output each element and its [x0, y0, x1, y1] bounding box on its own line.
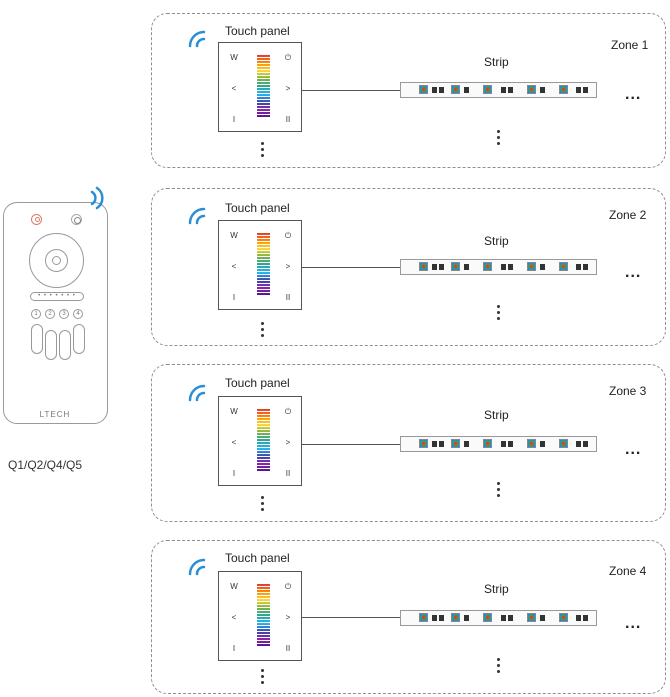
- remote-zone-key-1[interactable]: [31, 324, 43, 354]
- touch-panel-label: Touch panel: [225, 201, 290, 215]
- remote-power-button[interactable]: [31, 214, 42, 225]
- more-vertical-icon: [497, 302, 501, 323]
- strip-label: Strip: [484, 234, 509, 248]
- remote-number-button-2[interactable]: 2: [45, 309, 55, 319]
- power-icon[interactable]: ⏻: [284, 231, 292, 240]
- more-vertical-icon: [497, 127, 501, 148]
- remote-wheel-center[interactable]: [52, 256, 61, 265]
- zone-4: [151, 540, 666, 694]
- more-vertical-icon: [261, 666, 265, 687]
- remote-number-button-3[interactable]: 3: [59, 309, 69, 319]
- zone-label: Zone 4: [609, 564, 647, 578]
- strip-label: Strip: [484, 582, 509, 596]
- color-slider[interactable]: [257, 55, 270, 118]
- remote-zone-key-2[interactable]: [45, 330, 57, 360]
- touch-panel: W ⏻ < > I II: [218, 42, 302, 132]
- power-icon[interactable]: ⏻: [284, 407, 292, 416]
- key-left[interactable]: <: [231, 262, 237, 271]
- wifi-icon: [188, 30, 206, 48]
- led-strip: [400, 610, 597, 626]
- more-strips-ellipsis: ...: [625, 86, 642, 103]
- strip-label: Strip: [484, 408, 509, 422]
- key-right[interactable]: >: [285, 613, 291, 622]
- touch-panel-label: Touch panel: [225, 551, 290, 565]
- remote-model-label: Q1/Q2/Q4/Q5: [8, 458, 83, 472]
- zone-label: Zone 2: [609, 208, 647, 222]
- key-i[interactable]: I: [232, 644, 236, 653]
- key-ii[interactable]: II: [285, 115, 291, 124]
- connection-line: [302, 444, 400, 445]
- key-left[interactable]: <: [231, 438, 237, 447]
- key-right[interactable]: >: [285, 438, 291, 447]
- more-strips-ellipsis: ...: [625, 441, 642, 458]
- key-left[interactable]: <: [231, 613, 237, 622]
- power-icon[interactable]: ⏻: [284, 582, 292, 591]
- more-strips-ellipsis: ...: [625, 615, 642, 632]
- led-strip: [400, 82, 597, 98]
- key-ii[interactable]: II: [285, 293, 291, 302]
- touch-panel: W ⏻ < > I II: [218, 220, 302, 310]
- touch-panel: W ⏻ < > I II: [218, 396, 302, 486]
- key-left[interactable]: <: [231, 84, 237, 93]
- key-ii[interactable]: II: [285, 644, 291, 653]
- remote-brand-logo: LTECH: [39, 410, 71, 419]
- more-vertical-icon: [497, 655, 501, 676]
- key-w[interactable]: W: [230, 582, 238, 591]
- wifi-icon: [188, 558, 206, 576]
- more-vertical-icon: [261, 139, 265, 160]
- remote-zone-key-3[interactable]: [59, 330, 71, 360]
- key-i[interactable]: I: [232, 293, 236, 302]
- more-strips-ellipsis: ...: [625, 264, 642, 281]
- key-right[interactable]: >: [285, 84, 291, 93]
- color-slider[interactable]: [257, 584, 270, 647]
- power-icon[interactable]: ⏻: [284, 53, 292, 62]
- key-w[interactable]: W: [230, 231, 238, 240]
- connection-line: [302, 267, 400, 268]
- zone-1: [151, 13, 666, 168]
- touch-panel: W ⏻ < > I II: [218, 571, 302, 661]
- wifi-icon: [188, 384, 206, 402]
- zone-2: [151, 188, 666, 346]
- touch-panel-label: Touch panel: [225, 24, 290, 38]
- remote-wifi-icon: [90, 186, 104, 210]
- remote-number-button-1[interactable]: 1: [31, 309, 41, 319]
- key-w[interactable]: W: [230, 53, 238, 62]
- zone-3: [151, 364, 666, 522]
- zone-label: Zone 3: [609, 384, 647, 398]
- color-slider[interactable]: [257, 233, 270, 296]
- key-right[interactable]: >: [285, 262, 291, 271]
- remote-setup-button[interactable]: [71, 214, 82, 225]
- key-ii[interactable]: II: [285, 469, 291, 478]
- zone-label: Zone 1: [611, 38, 649, 52]
- remote-wheel-inner: [45, 249, 68, 272]
- more-vertical-icon: [261, 319, 265, 340]
- remote-zone-key-4[interactable]: [73, 324, 85, 354]
- led-strip: [400, 259, 597, 275]
- remote-brightness-bar[interactable]: • • • • • • •: [30, 292, 84, 301]
- wifi-icon: [188, 207, 206, 225]
- remote-number-button-4[interactable]: 4: [73, 309, 83, 319]
- remote-color-wheel[interactable]: [29, 233, 84, 288]
- key-w[interactable]: W: [230, 407, 238, 416]
- more-vertical-icon: [261, 493, 265, 514]
- touch-panel-label: Touch panel: [225, 376, 290, 390]
- key-i[interactable]: I: [232, 115, 236, 124]
- strip-label: Strip: [484, 55, 509, 69]
- more-vertical-icon: [497, 479, 501, 500]
- color-slider[interactable]: [257, 409, 270, 472]
- connection-line: [302, 617, 400, 618]
- key-i[interactable]: I: [232, 469, 236, 478]
- led-strip: [400, 436, 597, 452]
- connection-line: [302, 90, 400, 91]
